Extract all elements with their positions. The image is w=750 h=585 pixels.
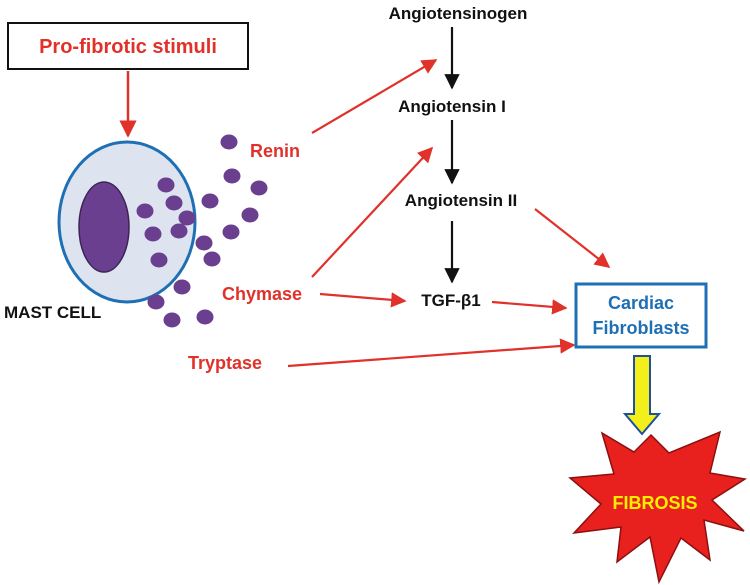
arrow-tryptase-to-fibroblasts [287,338,576,368]
granule [201,193,219,209]
tryptase-label: Tryptase [188,353,262,373]
fibroblasts-label-line2: Fibroblasts [592,318,689,338]
granule [144,226,162,242]
fibrosis-label: FIBROSIS [612,493,697,513]
chymase-label: Chymase [222,284,302,304]
tgf-beta1-label: TGF-β1 [421,291,480,310]
fibroblasts-box-border [574,282,708,349]
granule [163,312,181,328]
granule [223,168,241,184]
granule [173,279,191,295]
arrow-tgf-to-fibroblasts [491,299,568,315]
arrow-renin-to-angiotensinogen [311,59,438,134]
stimuli-label: Pro-fibrotic stimuli [39,36,217,58]
granule [222,224,240,240]
fibrosis-starburst [568,430,748,585]
cell-nucleus [78,181,130,273]
arrow-chymase-to-tgf [319,292,407,308]
angiotensin-ii-label: Angiotensin II [405,191,517,210]
fibroblasts-label-line1: Cardiac [608,293,674,313]
arrow-angiotensin-ii-to-fibroblasts [534,208,611,268]
renin-label: Renin [250,141,300,161]
granule [165,195,183,211]
stimuli-box-border [7,22,249,70]
granule [220,134,238,150]
yellow-down-arrow [622,355,662,436]
stimuli-box: Pro-fibrotic stimuli [7,22,249,70]
granule [147,294,165,310]
granule [178,210,196,226]
granule [241,207,259,223]
mast-cell [57,140,197,304]
granule [203,251,221,267]
granules [136,134,268,328]
angiotensinogen-label: Angiotensinogen [389,4,528,23]
cardiac-fibroblasts-box: Cardiac Fibroblasts [574,282,708,349]
granule [250,180,268,196]
granule [157,177,175,193]
mast-cell-label: MAST CELL [4,303,101,322]
granule [195,235,213,251]
granule [150,252,168,268]
granule [170,223,188,239]
angiotensin-i-label: Angiotensin I [398,97,506,116]
arrow-chymase-to-angiotensin-i [311,146,434,278]
granule [136,203,154,219]
granule [196,309,214,325]
